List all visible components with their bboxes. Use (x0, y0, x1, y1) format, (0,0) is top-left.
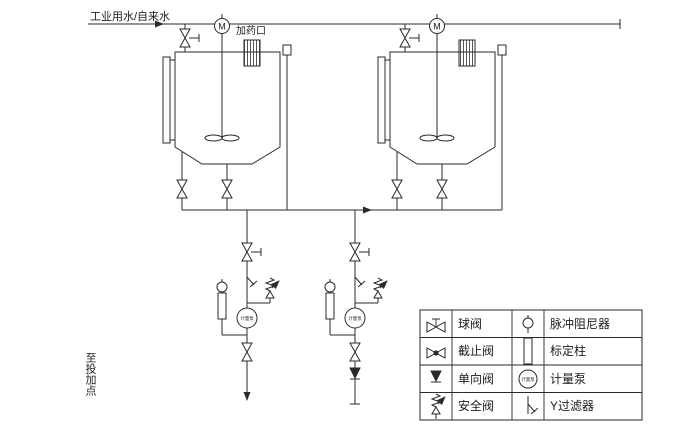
motor-label-left: M (218, 22, 226, 32)
metering-pump-left-icon (236, 307, 258, 329)
outlet-valve-right-icon (436, 179, 448, 199)
side-nozzle-right (497, 44, 507, 56)
motor-icon (214, 18, 230, 34)
y-strainer-right-icon (354, 268, 366, 288)
feed-valve-left-icon (241, 242, 253, 262)
check-valve-right-icon (349, 367, 361, 380)
legend-safety-valve-label: 安全阀 (458, 398, 494, 413)
dosing-port-hatch-right (458, 39, 476, 67)
motor-label-right: M (433, 22, 441, 32)
supply-water-label: 工业用水/自来水 (90, 10, 170, 23)
level-gauge-right (377, 56, 386, 144)
legend-pulse-damper-label: 脉冲阻尼器 (550, 316, 610, 331)
outlet-valve-left-icon (221, 179, 233, 199)
motor-left: M (214, 18, 230, 34)
inlet-valve-left-icon (179, 28, 191, 48)
metering-pump-right-icon (344, 307, 366, 329)
legend-ball-valve-label: 球阀 (458, 317, 482, 331)
level-gauge-left (162, 56, 171, 144)
safety-valve-right-icon (374, 278, 387, 303)
pump-assembly-right: 计量泵 (324, 242, 387, 380)
discharge-valve-right-icon (349, 342, 361, 362)
drain-valve-left-icon (176, 179, 188, 199)
legend-globe-valve-label: 截止阀 (458, 344, 494, 358)
safety-valve-left-icon (266, 278, 279, 303)
legend-table: 球阀 脉冲阻尼器 截止阀 标定柱 单向阀 计量泵 计量泵 安全阀 Y过滤器 (419, 309, 643, 421)
discharge-valve-left-icon (241, 342, 253, 362)
legend-metering-pump-icon: 计量泵 (518, 369, 538, 389)
dosing-point-label: 至投加点 (84, 352, 97, 397)
mixing-tank-right: M (377, 14, 507, 165)
y-strainer-left-icon (246, 268, 258, 288)
feed-valve-right-icon (349, 242, 361, 262)
side-nozzle-left (282, 44, 292, 56)
motor-icon (429, 18, 445, 34)
legend-calibration-column-label: 标定柱 (550, 343, 586, 358)
legend-ball-valve-icon (426, 318, 446, 333)
legend-calibration-column-icon (523, 337, 533, 365)
tank-body-right (389, 51, 496, 165)
legend-metering-pump-icon-label: 计量泵 (521, 376, 535, 383)
mixing-tank-left: M (162, 14, 292, 165)
dosing-port-hatch-left (243, 39, 261, 67)
calibration-column-right-icon (325, 292, 335, 320)
inlet-valve-right-icon (399, 28, 411, 48)
drain-valve-right-icon (391, 179, 403, 199)
legend-metering-pump-label: 计量泵 (550, 372, 586, 386)
legend-y-strainer-label: Y过滤器 (550, 399, 594, 413)
calibration-column-left-icon (217, 292, 227, 320)
metering-pump-left-label: 计量泵 (240, 315, 254, 322)
agitator-left (204, 14, 240, 142)
legend-globe-valve-icon (426, 347, 446, 359)
agitator-right (419, 14, 455, 142)
dosing-port-label: 加药口 (236, 25, 266, 37)
tank-body-left (174, 51, 281, 165)
motor-right: M (429, 18, 445, 34)
legend-check-valve-label: 单向阀 (458, 371, 494, 386)
pump-assembly-left: 计量泵 (216, 242, 279, 362)
metering-pump-right-label: 计量泵 (348, 315, 362, 322)
